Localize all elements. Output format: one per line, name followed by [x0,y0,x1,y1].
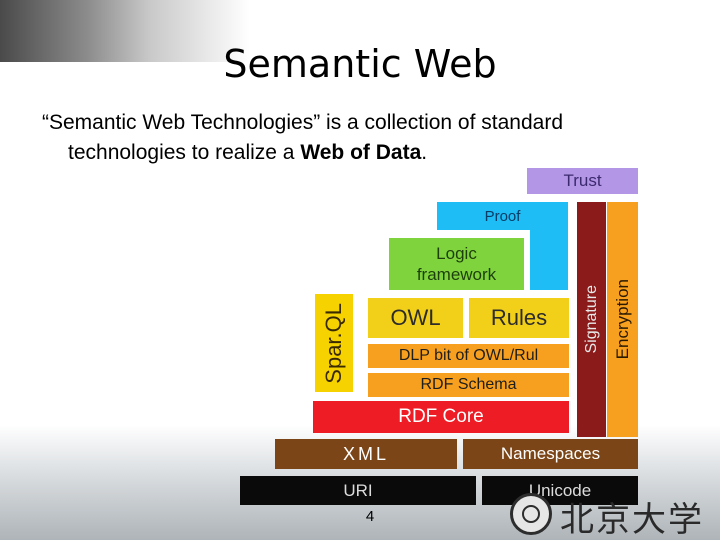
page-number: 4 [365,508,375,525]
layer-rdf-core-label: RDF Core [398,406,484,427]
intro-line-2-suffix: . [421,141,428,164]
layer-uri-label: URI [343,480,373,500]
layer-sparql: Spar.QL [315,294,353,392]
layer-namespaces: Namespaces [463,439,638,469]
layer-signature-label: Signature [582,285,600,354]
layer-dlp-label: DLP bit of OWL/Rul [398,347,539,364]
layer-unicode: Unicode [482,476,638,505]
corner-photo [0,0,250,62]
layer-proof: Proof [437,202,568,230]
intro-text: “Semantic Web Technologies” is a collect… [42,108,682,168]
layer-uri: URI [240,476,476,505]
layer-owl: OWL [368,298,463,338]
university-logo: 北京大学 [560,500,704,540]
layer-xml-label: XML [342,443,389,464]
layer-trust-label: Trust [563,171,602,190]
layer-signature: Signature [577,202,606,437]
intro-line-2-prefix: technologies to realize a [68,141,301,164]
layer-rdf-schema-label: RDF Schema [420,376,517,393]
layer-encryption: Encryption [607,202,638,437]
intro-line-2: technologies to realize a Web of Data. [42,138,682,168]
slide-title: Semantic Web [223,42,497,86]
layer-rdf-schema: RDF Schema [368,373,569,397]
layer-encryption-label: Encryption [612,279,632,360]
university-seal-icon [510,493,552,535]
intro-web-of-data: Web of Data [300,141,422,164]
layer-rules-label: Rules [490,305,548,330]
intro-line-1: “Semantic Web Technologies” is a collect… [42,111,564,134]
layer-rdf-core: RDF Core [313,401,569,433]
layer-logic-label: Logic framework [416,244,497,284]
layer-rules: Rules [469,298,569,338]
layer-xml: XML [275,439,457,469]
layer-dlp: DLP bit of OWL/Rul [368,344,569,368]
layer-proof-extension [530,230,568,290]
layer-namespaces-label: Namespaces [500,444,601,463]
layer-owl-label: OWL [390,305,441,330]
layer-trust: Trust [527,168,638,194]
layer-logic-framework: Logic framework [389,238,524,290]
layer-proof-label: Proof [484,207,521,225]
layer-unicode-label: Unicode [528,480,592,500]
layer-sparql-label: Spar.QL [321,302,346,384]
